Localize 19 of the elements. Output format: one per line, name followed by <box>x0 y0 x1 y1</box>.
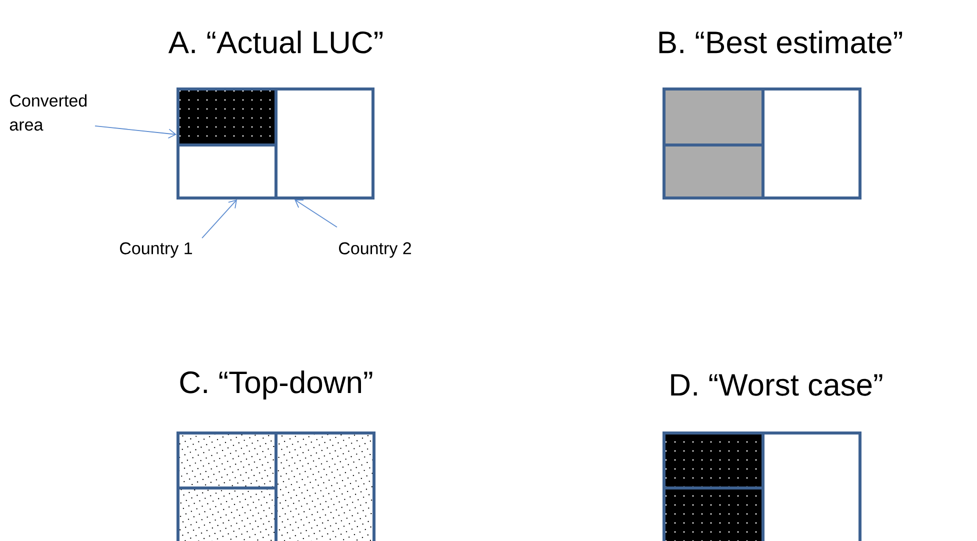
panel-title: B. “Best estimate” <box>659 30 902 54</box>
leader-arrow <box>94 125 176 139</box>
area-cell <box>274 88 374 200</box>
area-cell <box>662 144 764 200</box>
area-cell <box>176 144 278 200</box>
area-cell <box>274 432 376 541</box>
area-cell <box>762 88 862 200</box>
area-cell <box>176 486 278 541</box>
leader-arrow <box>294 200 338 228</box>
panel-title: D. “Worst case” <box>671 374 882 396</box>
area-cell <box>762 432 862 541</box>
callout-text: Country 2 <box>339 242 411 258</box>
area-cell <box>176 432 278 490</box>
callout-text: Country 1 <box>120 242 192 258</box>
leader-arrow <box>202 200 237 239</box>
panel-title: C. “Top-down” <box>180 370 372 400</box>
callout-text: Converted area <box>10 94 87 131</box>
panel-title: A. “Actual LUC” <box>168 30 382 54</box>
area-cell <box>662 88 764 146</box>
